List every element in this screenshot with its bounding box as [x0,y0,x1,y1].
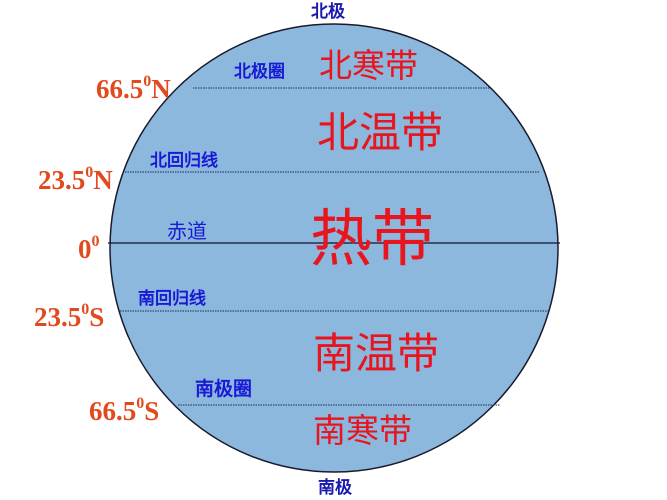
latitude-value: 66.5 [96,74,144,104]
equator-label: 赤道 [167,219,207,243]
degree-mark: 0 [85,164,94,181]
degree-mark: 0 [143,73,152,90]
south-frigid-zone-label: 南寒带 [313,411,412,450]
latitude-66-5-n: 66.50N [96,73,171,104]
latitude-0: 00 [78,233,100,264]
antarctic-circle-label: 南极圈 [195,378,253,400]
tropic-of-capricorn-label: 南回归线 [138,289,206,309]
north-pole-label: 北极 [311,2,345,22]
arctic-circle-label: 北极圈 [234,62,285,82]
latitude-23-5-s: 23.50S [34,301,105,332]
degree-mark: 0 [136,395,145,412]
latitude-23-5-n: 23.50N [38,164,113,195]
earth-circle [109,23,559,473]
tropic-of-cancer-label: 北回归线 [150,151,218,171]
degree-mark: 0 [91,233,100,250]
south-temperate-zone-label: 南温带 [313,329,440,378]
south-pole-label: 南极 [318,478,352,498]
latitude-value: 66.5 [89,396,137,426]
north-temperate-zone-label: 北温带 [317,108,444,157]
hemisphere: S [144,396,160,426]
latitude-value: 23.5 [38,165,86,195]
degree-mark: 0 [81,301,90,318]
hemisphere: S [89,302,105,332]
latitude-value: 0 [78,234,92,264]
latitude-66-5-s: 66.50S [89,395,160,426]
latitude-value: 23.5 [34,302,82,332]
hemisphere: N [93,165,113,195]
tropical-zone-label: 热带 [310,202,435,275]
hemisphere: N [151,74,171,104]
north-frigid-zone-label: 北寒带 [319,46,418,85]
